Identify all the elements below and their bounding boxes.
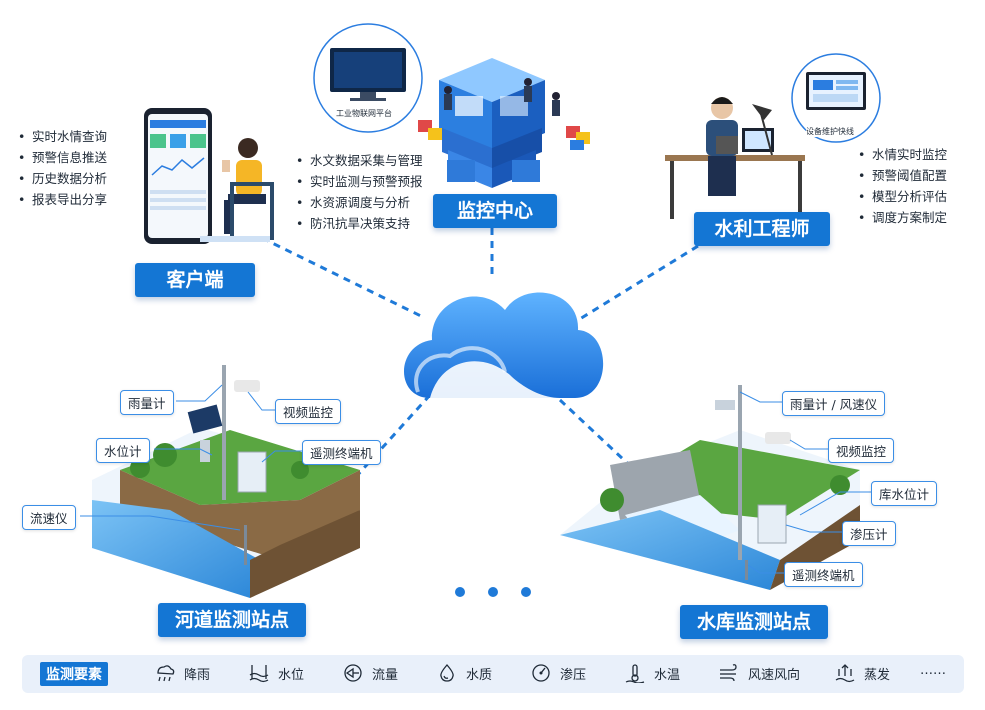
engineer-feature-item: 调度方案制定 <box>856 207 947 228</box>
legend-item-label: 降雨 <box>184 667 211 683</box>
reservoir-site-label[interactable]: 水库监测站点 <box>680 605 828 639</box>
client-feature-item: 实时水情查询 <box>16 126 107 147</box>
client-feature-item: 报表导出分享 <box>16 189 107 210</box>
flow-icon <box>344 664 362 682</box>
legend-item-water-level[interactable]: 水位 <box>248 663 304 683</box>
river-site-illustration <box>92 365 360 598</box>
center-feature-item: 防汛抗旱决策支持 <box>294 213 423 234</box>
reservoir-site-illustration <box>560 385 860 590</box>
legend-item-label: 风速风向 <box>748 667 801 683</box>
engineer-figure <box>665 97 805 219</box>
engineer-feature-item: 水情实时监控 <box>856 144 947 165</box>
wind-icon <box>720 664 737 682</box>
river-water-level-callout: 水位计 <box>96 438 150 463</box>
reservoir-seepage-callout: 渗压计 <box>842 521 896 546</box>
line-engineer-cloud <box>574 244 699 324</box>
engineer-feature-item: 模型分析评估 <box>856 186 947 207</box>
legend-item-label: 水温 <box>654 667 681 683</box>
water-quality-icon <box>440 664 454 682</box>
river-velocity-callout: 流速仪 <box>22 505 76 530</box>
legend-item-evaporation[interactable]: 蒸发 <box>834 663 890 683</box>
river-rtu-callout: 遥测终端机 <box>302 440 381 465</box>
rain-icon <box>157 665 175 682</box>
legend-item-label: 水质 <box>466 667 493 683</box>
callout-leaders <box>80 384 871 574</box>
cloud-icon <box>403 292 604 398</box>
engineer-feature-list: 水情实时监控 预警阈值配置 模型分析评估 调度方案制定 <box>856 144 947 228</box>
center-node-label[interactable]: 监控中心 <box>433 194 557 228</box>
legend-item-label: 流量 <box>372 667 399 683</box>
engineer-node-label[interactable]: 水利工程师 <box>694 212 830 246</box>
legend-item-label: 水位 <box>278 667 305 683</box>
legend-item-seepage[interactable]: 渗压 <box>530 663 586 683</box>
maintenance-screen-label: 设备维护快线 <box>806 126 854 137</box>
river-video-callout: 视频监控 <box>275 399 342 424</box>
reservoir-level-callout: 库水位计 <box>871 481 938 506</box>
center-feature-item: 水文数据采集与管理 <box>294 150 423 171</box>
legend-item-wind[interactable]: 风速风向 <box>718 663 800 683</box>
client-node-label[interactable]: 客户端 <box>135 263 255 297</box>
legend-item-label: 渗压 <box>560 667 587 683</box>
center-feature-item: 水资源调度与分析 <box>294 192 423 213</box>
water-temp-icon <box>625 664 645 683</box>
center-feature-list: 水文数据采集与管理 实时监测与预警预报 水资源调度与分析 防汛抗旱决策支持 <box>294 150 423 234</box>
phone-icon <box>144 108 212 244</box>
center-feature-item: 实时监测与预警预报 <box>294 171 423 192</box>
pagination-dots <box>455 587 531 597</box>
river-site-label[interactable]: 河道监测站点 <box>158 603 306 637</box>
legend-item-water-temp[interactable]: 水温 <box>624 663 680 683</box>
client-feature-item: 历史数据分析 <box>16 168 107 189</box>
client-user-figure <box>200 138 274 242</box>
reservoir-rain-wind-callout: 雨量计 / 风速仪 <box>782 391 886 416</box>
monitoring-elements-title: 监测要素 <box>40 662 108 686</box>
reservoir-video-callout: 视频监控 <box>828 438 895 463</box>
seepage-icon <box>532 664 550 682</box>
platform-screen-bubble <box>313 23 423 133</box>
client-feature-item: 预警信息推送 <box>16 147 107 168</box>
monitoring-elements-bar: 监测要素 降雨 水位 流量 水质 渗压 水温 风速风向 蒸发 …… <box>22 655 964 693</box>
line-client-cloud <box>261 236 426 320</box>
engineer-feature-item: 预警阈值配置 <box>856 165 947 186</box>
maintenance-screen-bubble <box>791 53 881 143</box>
platform-screen-label: 工业物联网平台 <box>336 108 392 119</box>
river-rain-gauge-callout: 雨量计 <box>120 390 174 415</box>
legend-item-label: 蒸发 <box>864 667 891 683</box>
legend-item-flow[interactable]: 流量 <box>342 663 398 683</box>
client-feature-list: 实时水情查询 预警信息推送 历史数据分析 报表导出分享 <box>16 126 107 210</box>
legend-item-water-quality[interactable]: 水质 <box>436 663 492 683</box>
reservoir-rtu-callout: 遥测终端机 <box>784 562 863 587</box>
server-stack-icon <box>418 58 590 188</box>
legend-item-rain[interactable]: 降雨 <box>154 663 210 683</box>
evaporation-icon <box>835 664 855 683</box>
legend-more: …… <box>920 663 946 678</box>
water-level-icon <box>249 665 269 683</box>
